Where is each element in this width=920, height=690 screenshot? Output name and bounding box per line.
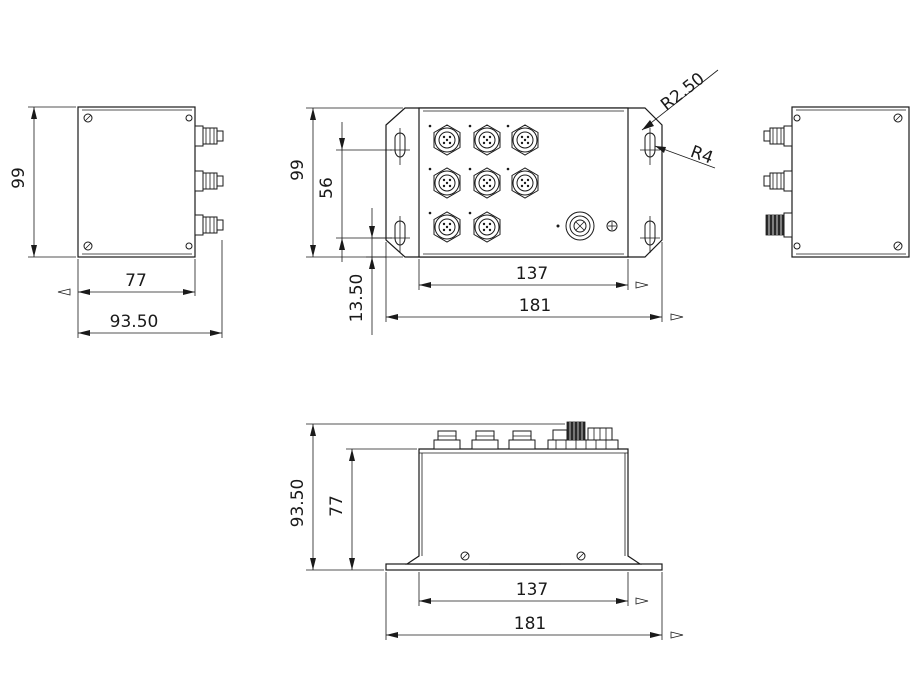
front-housing [418,107,629,258]
right-connector-2 [763,170,793,192]
bottom-housing [405,448,642,565]
dim-left-height: 99 [9,106,76,258]
left-connector-2 [194,170,224,192]
dim-front-hole-spacing: 56 [317,122,392,262]
left-screw-right-top [185,114,193,122]
dim-bottom-width-outer-label: 181 [514,614,546,634]
front-m12-connector [428,124,461,156]
dim-bottom-width-inner: 137 [418,572,649,606]
bottom-connector-2 [471,430,499,450]
dim-bottom-height-outer-label: 93.50 [288,479,308,528]
front-m12-connector [428,167,461,199]
dim-bottom-width-inner-label: 137 [516,580,548,600]
dim-bottom-height-inner: 77 [327,448,417,570]
mount-slot-top-right [640,128,660,165]
radius-large-label: R4 [688,142,716,169]
front-m12-connector [468,211,501,243]
right-connector-1 [763,125,793,147]
dim-front-height: 99 [288,107,403,258]
dim-front-width-inner-label: 137 [516,264,548,284]
dim-front-hole-offset: 13.50 [347,208,392,335]
dim-left-depth-inner: 77 [57,259,196,338]
left-screw-bottom [83,241,93,251]
dim-left-depth-outer: 93.50 [78,240,223,338]
mount-slot-top-left [390,128,410,165]
mount-slot-bottom-right [640,216,660,253]
front-view: 99 56 13.50 137 [288,69,719,335]
dim-left-height-label: 99 [9,167,29,189]
dim-bottom-height-inner-label: 77 [327,495,347,517]
right-screw-top [893,113,903,123]
front-m12-connector [428,211,461,243]
left-body-outline [77,106,196,258]
dim-front-width-outer: 181 [385,242,684,322]
right-connector-3 [765,212,793,238]
bottom-base-plate [385,563,663,571]
bottom-screw-left [460,551,470,561]
radius-callout-small: R2.50 [641,69,719,131]
front-m12-connector [468,124,501,156]
dim-front-hole-spacing-label: 56 [317,177,337,199]
front-m12-connector [506,124,539,156]
front-power-connector [556,211,618,241]
dim-bottom-width-outer: 181 [385,572,684,640]
right-screw-bottom [893,241,903,251]
dim-front-height-label: 99 [288,159,308,181]
dim-front-hole-offset-label: 13.50 [347,274,367,323]
bottom-screw-right [576,551,586,561]
left-connector-1 [194,125,224,147]
radius-small-label: R2.50 [657,69,708,115]
front-m12-connector [468,167,501,199]
left-screw-top [83,113,93,123]
right-body-outline [791,106,910,258]
bottom-connector-cluster [547,421,619,450]
left-connector-3 [194,214,224,236]
left-screw-right-bottom [185,242,193,250]
bottom-connector-1 [433,430,461,450]
dim-left-depth-outer-label: 93.50 [110,312,159,332]
dim-front-width-inner: 137 [418,259,649,290]
bottom-connector-3 [508,430,536,450]
dim-bottom-height-outer: 93.50 [288,423,565,571]
front-connector-grid [428,124,539,243]
dim-front-width-outer-label: 181 [519,296,551,316]
dim-left-depth-inner-label: 77 [125,271,147,291]
radius-callout-large: R4 [654,142,716,169]
mount-slot-bottom-left [390,216,410,253]
bottom-view: 93.50 77 137 181 [288,421,684,640]
right-side-view [763,106,910,258]
front-m12-connector [506,167,539,199]
left-side-view: 99 77 93.50 [9,106,224,338]
